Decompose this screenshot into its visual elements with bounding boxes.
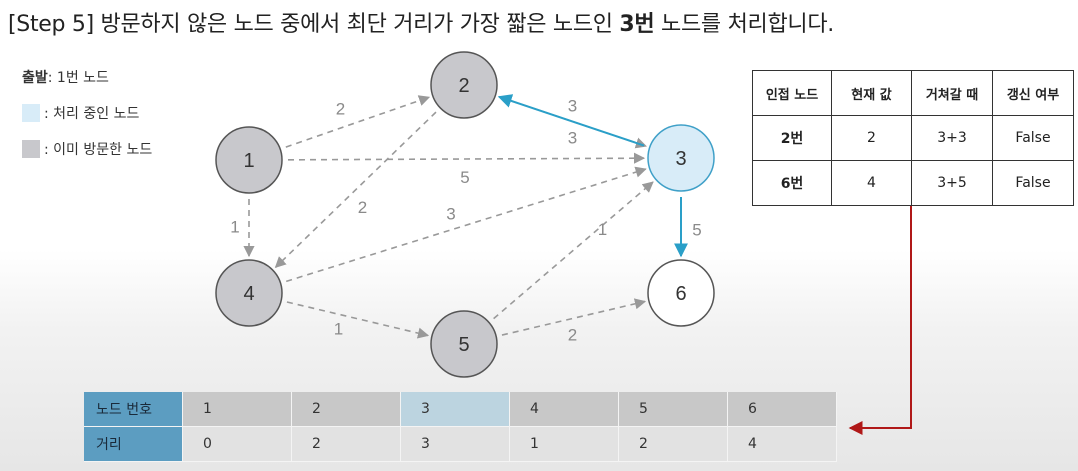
- adjacent-node-cell: 6번: [752, 160, 832, 206]
- legend-start-label: 출발: [22, 70, 48, 86]
- title-bold-node: 3번: [619, 12, 655, 37]
- node-6-circle: [647, 259, 715, 327]
- table-row: 2번 2 3+3 False: [752, 115, 1074, 161]
- edge-2-to-4: [274, 111, 437, 269]
- node-2-circle: [430, 51, 498, 119]
- edge-weight-1-2: 2: [336, 100, 345, 119]
- adjacency-table: 인접 노드 현재 값 거쳐갈 때 갱신 여부 2번 2 3+3 False 6번…: [752, 70, 1074, 206]
- step-title: [Step 5] 방문하지 않은 노드 중에서 최단 거리가 가장 짧은 노드인…: [8, 6, 834, 38]
- updated-cell: False: [992, 115, 1074, 161]
- distance-table: 노드 번호 1 2 3 4 5 6 거리 0 2 3 1 2 4: [84, 392, 837, 462]
- node-number-cell: 4: [509, 392, 619, 427]
- processing-swatch: [22, 104, 40, 122]
- edge-5-to-6: [501, 298, 647, 336]
- edge-5-to-3: [493, 181, 654, 320]
- node-3-label: 3: [675, 148, 686, 170]
- adjacent-node-cell: 2번: [752, 115, 832, 161]
- node-1-circle: [215, 126, 283, 194]
- edge-weight-3-2: 3: [568, 129, 577, 148]
- edge-weight-5-6: 2: [568, 326, 577, 345]
- via-value-cell: 3+3: [911, 115, 993, 161]
- node-4-circle: [215, 259, 283, 327]
- header-current-value: 현재 값: [831, 70, 912, 116]
- edge-weight-4-3: 3: [446, 205, 455, 224]
- node-6-label: 6: [675, 283, 686, 305]
- edge-4-to-5: [286, 301, 430, 339]
- updated-cell: False: [992, 160, 1074, 206]
- title-prefix: [Step 5] 방문하지 않은 노드 중에서 최단 거리가 가장 짧은 노드인: [8, 12, 620, 37]
- distance-header: 거리: [84, 426, 183, 462]
- node-number-cell: 2: [291, 392, 401, 427]
- node-1-label: 1: [243, 150, 254, 172]
- edge-3-to-2: [497, 94, 645, 147]
- adjacency-header-row: 인접 노드 현재 값 거쳐갈 때 갱신 여부: [752, 70, 1074, 116]
- header-adjacent-node: 인접 노드: [752, 70, 832, 116]
- edge-weight-3-6: 5: [692, 221, 701, 240]
- node-5-label: 5: [458, 334, 469, 356]
- title-suffix: 노드를 처리합니다.: [654, 12, 834, 37]
- edge-4-to-3: [285, 166, 647, 283]
- header-via-value: 거쳐갈 때: [911, 70, 993, 116]
- edge-1-to-3: [287, 152, 646, 164]
- header-updated: 갱신 여부: [992, 70, 1074, 116]
- distance-cell: 2: [618, 426, 728, 462]
- node-number-cell: 5: [618, 392, 728, 427]
- node-number-cell: 3: [400, 392, 510, 427]
- edge-weight-5-3: 1: [598, 220, 607, 239]
- via-value-cell: 3+5: [911, 160, 993, 206]
- legend: 출발: 1번 노드 : 처리 중인 노드 : 이미 방문한 노드: [22, 66, 152, 174]
- distance-cell: 3: [400, 426, 510, 462]
- edge-weight-1-3: 5: [460, 168, 469, 187]
- edge-weight-2-4: 2: [358, 198, 367, 217]
- node-number-cell: 1: [182, 392, 292, 427]
- node-2-label: 2: [458, 75, 469, 97]
- edge-weight-4-5: 1: [334, 320, 343, 339]
- legend-processing-text: : 처리 중인 노드: [44, 106, 140, 122]
- legend-visited: : 이미 방문한 노드: [22, 138, 152, 160]
- distance-row: 거리 0 2 3 1 2 4: [84, 426, 837, 462]
- legend-visited-text: : 이미 방문한 노드: [44, 142, 153, 158]
- table-row: 6번 4 3+5 False: [752, 160, 1074, 206]
- distance-cell: 1: [509, 426, 619, 462]
- edge-weight-1-4: 1: [230, 218, 239, 237]
- legend-start: 출발: 1번 노드: [22, 66, 152, 88]
- node-4-label: 4: [243, 283, 254, 305]
- current-value-cell: 2: [831, 115, 912, 161]
- distance-cell: 0: [182, 426, 292, 462]
- node-number-header: 노드 번호: [84, 392, 183, 427]
- distance-cell: 4: [727, 426, 837, 462]
- edge-weight-2-3: 3: [568, 97, 577, 116]
- node-5-circle: [430, 310, 498, 378]
- legend-start-text: : 1번 노드: [47, 70, 109, 86]
- visited-swatch: [22, 140, 40, 158]
- current-value-cell: 4: [831, 160, 912, 206]
- legend-processing: : 처리 중인 노드: [22, 102, 152, 124]
- node-number-row: 노드 번호 1 2 3 4 5 6: [84, 392, 837, 427]
- node-3-circle: [647, 124, 715, 192]
- distance-cell: 2: [291, 426, 401, 462]
- connector-arrow: [848, 205, 912, 435]
- node-number-cell: 6: [727, 392, 837, 427]
- edge-1-to-2: [285, 95, 431, 148]
